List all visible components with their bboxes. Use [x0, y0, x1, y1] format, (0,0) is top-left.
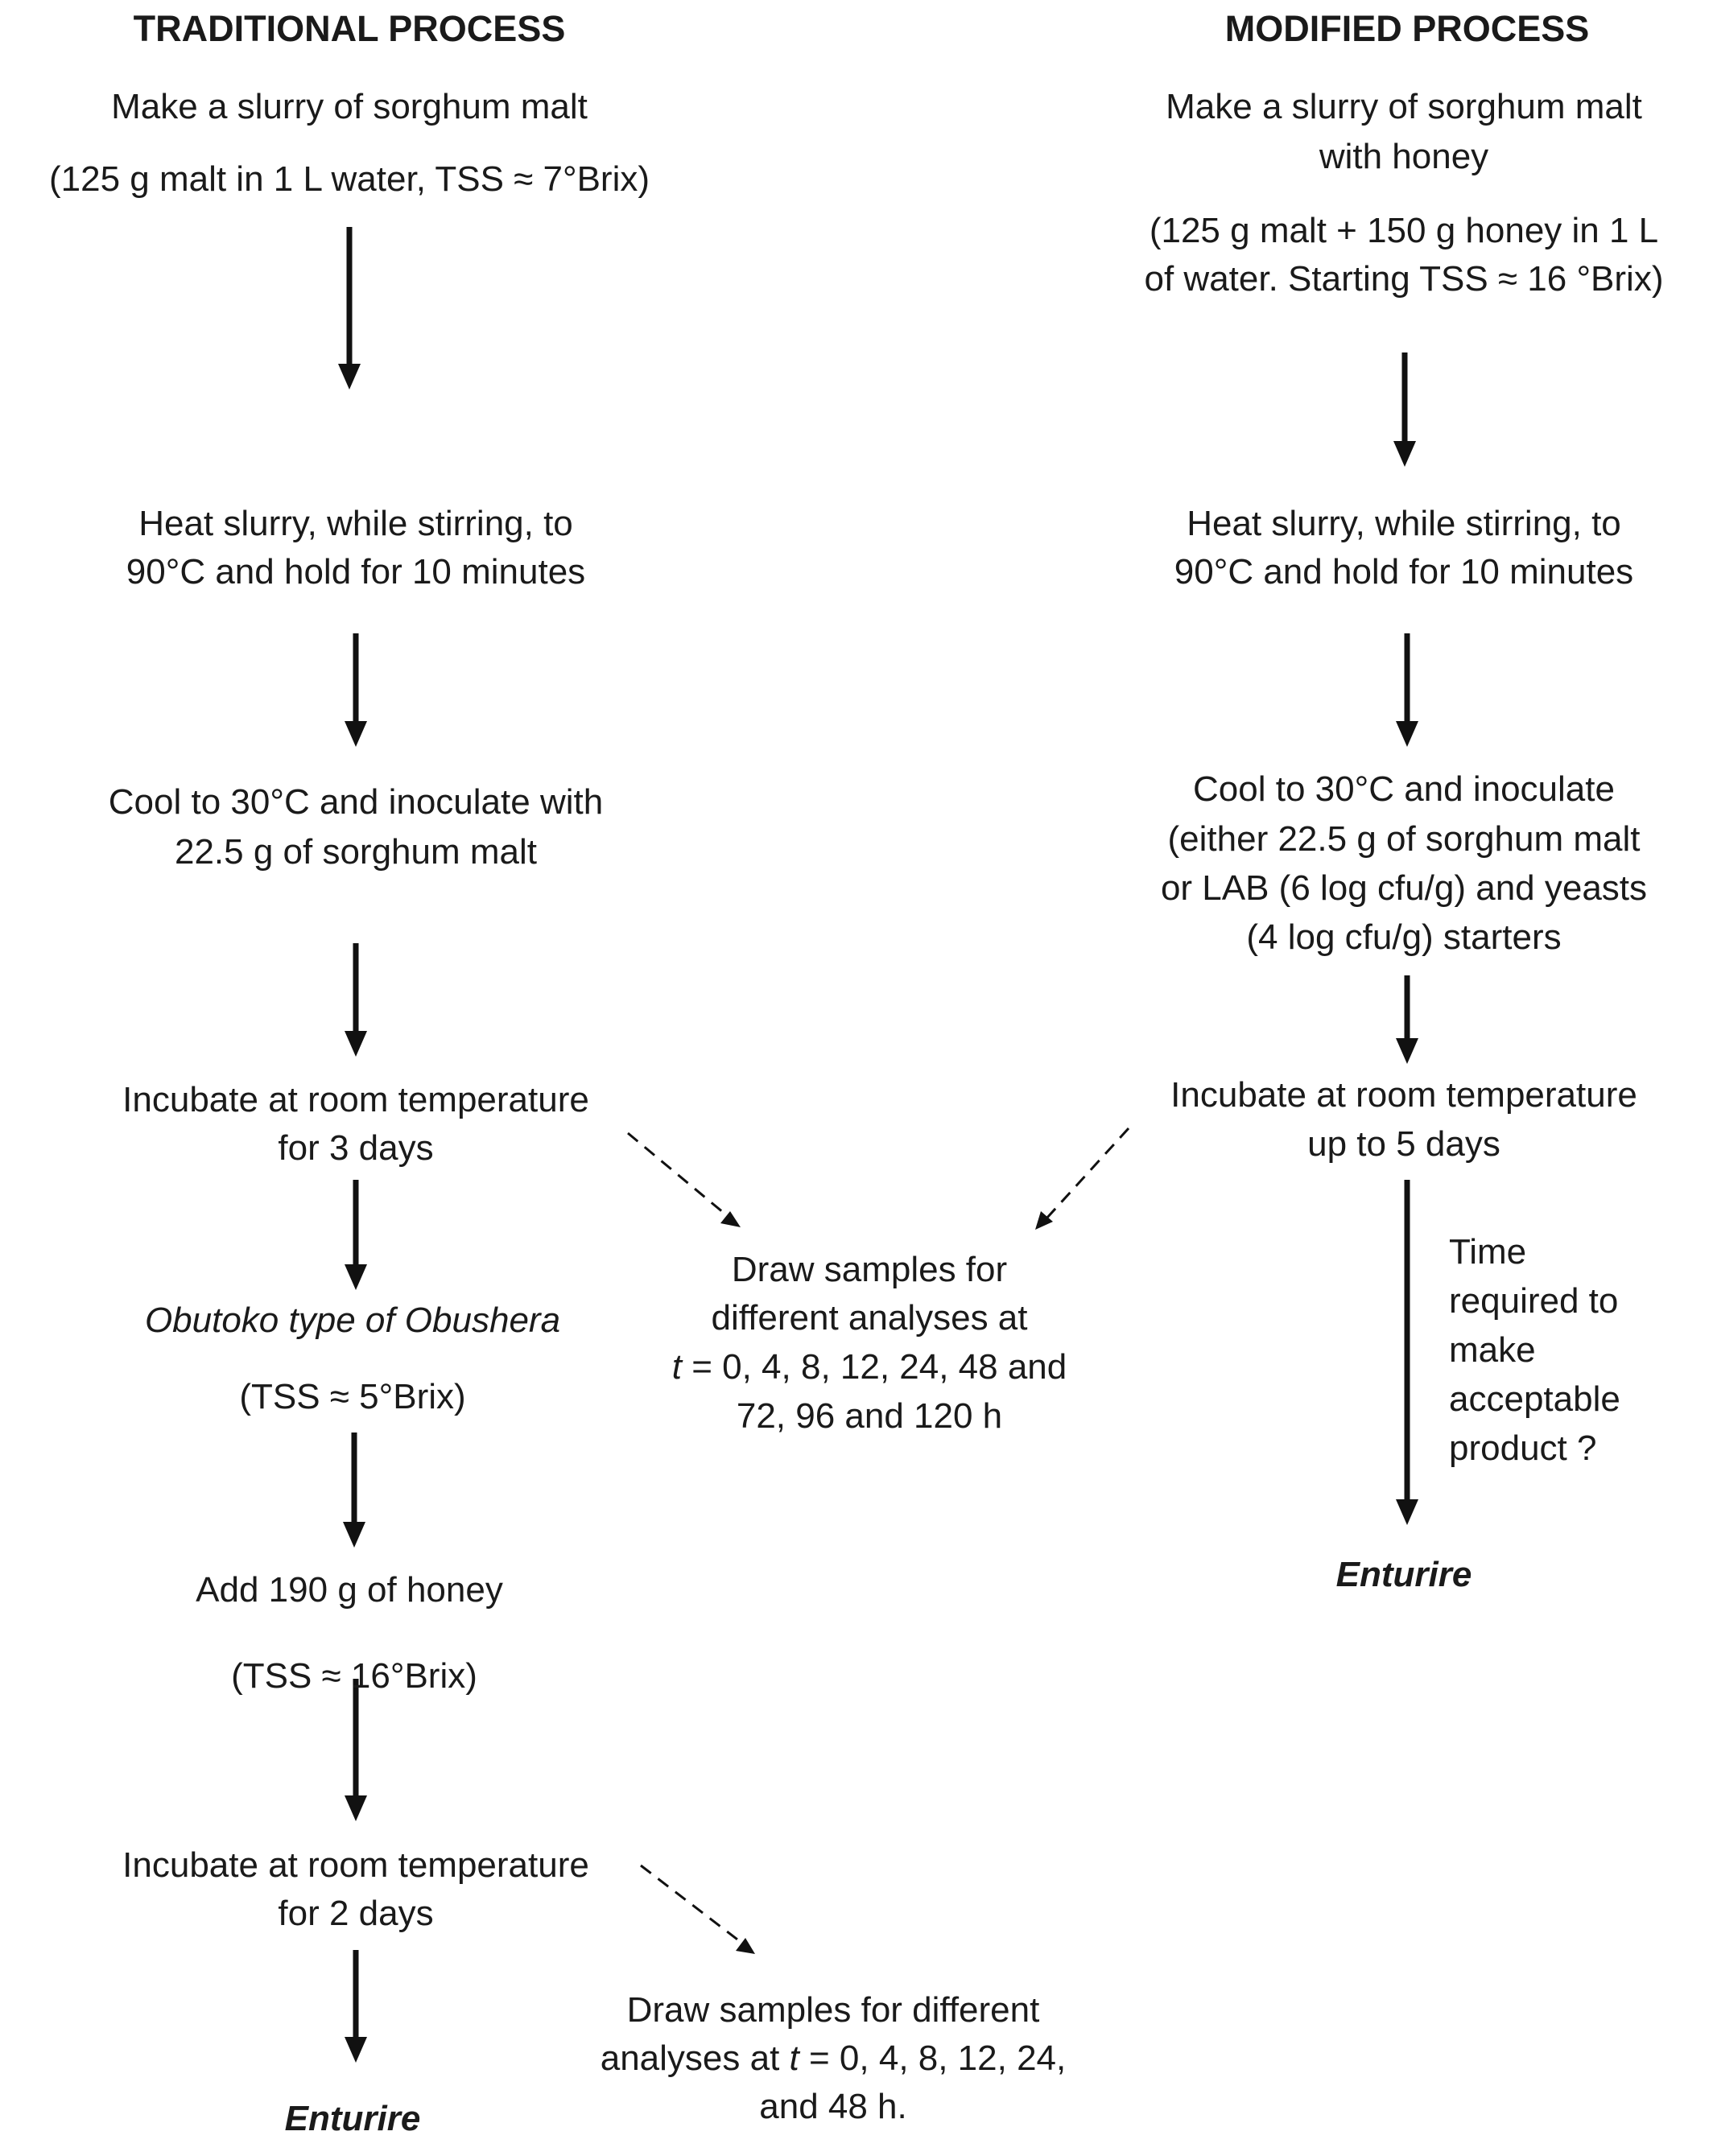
sampling2-prefix: analyses at: [600, 2039, 790, 2078]
dashed-arrow-head-3: [736, 1938, 755, 1954]
trad-step5-tss: (TSS ≈ 16°Brix): [231, 1656, 477, 1696]
mod-step2-line1: Heat slurry, while stirring, to: [1187, 504, 1621, 543]
arrow-trad-2-head: [345, 721, 367, 747]
arrow-trad-6-head: [345, 1795, 367, 1821]
arrow-mod-2-head: [1396, 721, 1418, 747]
arrow-mod-4-head: [1396, 1499, 1418, 1525]
arrow-trad-3-head: [345, 1031, 367, 1057]
mod-step1-line2: with honey: [1319, 137, 1489, 176]
arrow-trad-4-head: [345, 1264, 367, 1290]
mod-time-note-line5: product ?: [1449, 1428, 1597, 1468]
modified-header: MODIFIED PROCESS: [1224, 8, 1590, 49]
sampling2-time-values: = 0, 4, 8, 12, 24,: [799, 2039, 1067, 2078]
arrow-mod-3-head: [1396, 1038, 1418, 1064]
sampling1-line4: 72, 96 and 120 h: [736, 1396, 1003, 1436]
mod-step3-line1: Cool to 30°C and inoculate: [1193, 769, 1615, 809]
dashed-arrow-head-1: [720, 1211, 741, 1227]
traditional-header: TRADITIONAL PROCESS: [133, 8, 566, 49]
arrow-trad-7-head: [345, 2037, 367, 2063]
mod-step4-line2: up to 5 days: [1307, 1124, 1500, 1164]
trad-step1-line1: Make a slurry of sorghum malt: [111, 87, 588, 126]
mod-step4-line1: Incubate at room temperature: [1170, 1075, 1637, 1115]
mod-time-note-line1: Time: [1449, 1232, 1527, 1272]
sampling2-line3: and 48 h.: [759, 2087, 907, 2126]
mod-step1-line1: Make a slurry of sorghum malt: [1166, 87, 1642, 126]
mod-time-note-line3: make: [1449, 1330, 1536, 1370]
trad-step1-line2: (125 g malt in 1 L water, TSS ≈ 7°Brix): [48, 159, 650, 199]
mod-step1-line3: (125 g malt + 150 g honey in 1 L: [1149, 211, 1659, 250]
dashed-arrow-trad-to-samples: [627, 1132, 729, 1218]
modified-arrows: [1393, 352, 1418, 1525]
trad-step2-line1: Heat slurry, while stirring, to: [138, 504, 573, 543]
trad-step2-line2: 90°C and hold for 10 minutes: [126, 552, 586, 592]
trad-step4-line2: for 3 days: [278, 1128, 434, 1168]
sampling1-time-values: = 0, 4, 8, 12, 24, 48 and: [681, 1347, 1067, 1387]
trad-product: Enturire: [284, 2099, 421, 2138]
sampling2-line2: analyses at t = 0, 4, 8, 12, 24,: [555, 2034, 1111, 2083]
trad-step3-line1: Cool to 30°C and inoculate with: [108, 782, 604, 822]
sampling1-time-variable: t: [671, 1347, 682, 1387]
mod-time-note-line4: acceptable: [1449, 1379, 1620, 1419]
trad-intermediate-tss: (TSS ≈ 5°Brix): [239, 1377, 466, 1416]
sampling1-line3: t = 0, 4, 8, 12, 24, 48 and: [616, 1342, 1123, 1391]
dashed-arrow-head-2: [1035, 1211, 1053, 1230]
arrow-mod-1-head: [1393, 441, 1416, 467]
trad-step4-line1: Incubate at room temperature: [122, 1080, 589, 1119]
mod-step3-line4: (4 log cfu/g) starters: [1246, 917, 1562, 957]
mod-step3-line3: or LAB (6 log cfu/g) and yeasts: [1160, 868, 1648, 908]
traditional-arrows: [338, 227, 367, 2063]
sampling1-line1: Draw samples for: [731, 1250, 1008, 1289]
sampling2-line1: Draw samples for different: [626, 1990, 1040, 2030]
trad-step6-line2: for 2 days: [278, 1894, 434, 1933]
arrow-trad-5-head: [343, 1522, 365, 1548]
mod-time-note-line2: required to: [1449, 1281, 1619, 1321]
mod-step3-line2: (either 22.5 g of sorghum malt: [1167, 819, 1641, 859]
sampling2-time-variable: t: [789, 2039, 799, 2078]
trad-step6-line1: Incubate at room temperature: [122, 1845, 589, 1885]
sampling1-line2: different analyses at: [711, 1298, 1028, 1338]
sampling-arrows: [627, 1127, 1130, 1946]
mod-product: Enturire: [1335, 1555, 1472, 1594]
trad-intermediate-name: Obutoko type of Obushera: [144, 1301, 561, 1340]
mod-step1-line4: of water. Starting TSS ≈ 16 °Brix): [1144, 259, 1664, 299]
arrow-trad-1-head: [338, 364, 361, 390]
trad-step3-line2: 22.5 g of sorghum malt: [174, 832, 537, 872]
trad-step5: Add 190 g of honey: [196, 1570, 503, 1610]
mod-step2-line2: 90°C and hold for 10 minutes: [1174, 552, 1634, 592]
